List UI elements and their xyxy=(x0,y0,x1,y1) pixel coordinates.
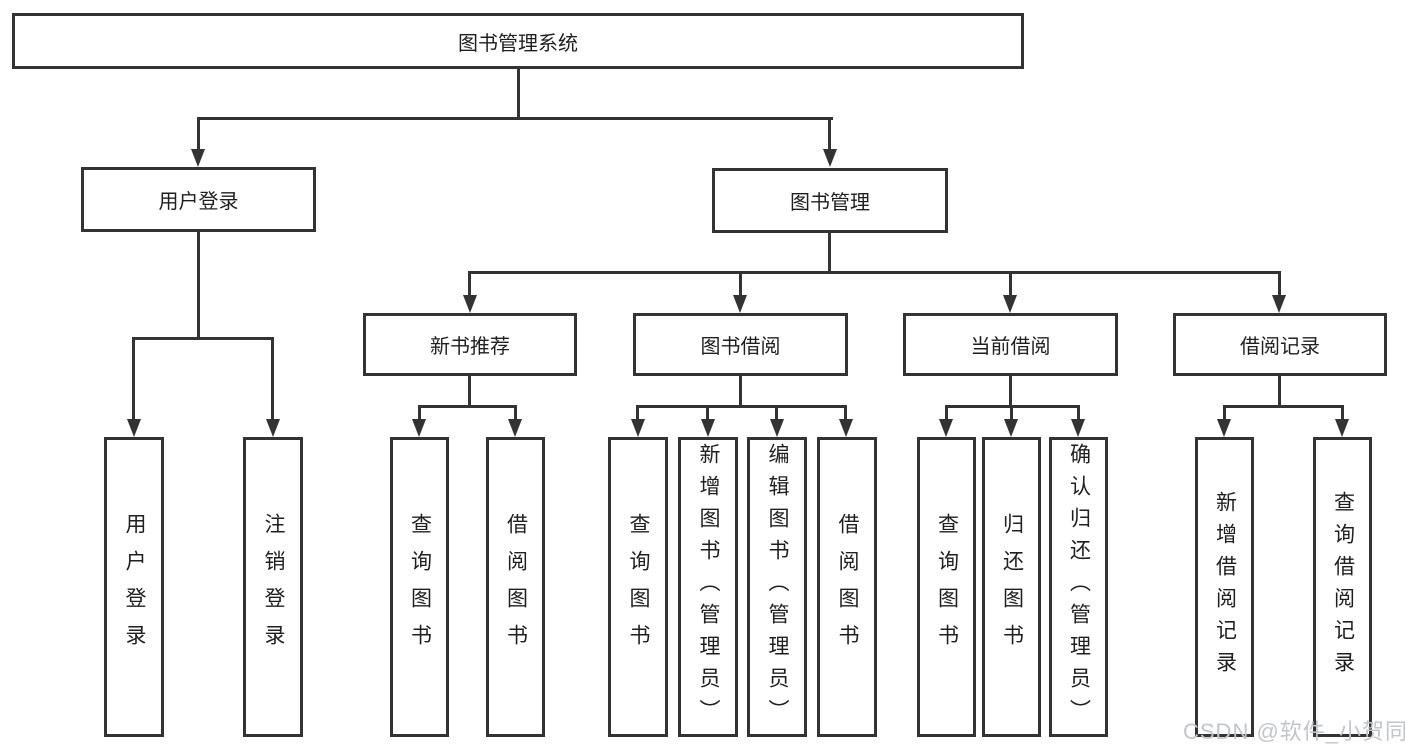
connector-root-drop-left xyxy=(197,117,200,150)
leaf-label: 用户登录 xyxy=(123,513,146,661)
leaf-borrowing-query-books: 查询图书 xyxy=(608,437,668,737)
leaf-label: 借阅图书 xyxy=(504,513,528,661)
leaf-records-query-borrow-record: 查询借阅记录 xyxy=(1313,437,1372,737)
connector-records-crossbar xyxy=(1223,405,1343,408)
leaf-current-confirm-return-admin: 确认归还（管理员） xyxy=(1049,437,1108,737)
arrow-down-icon xyxy=(127,419,141,437)
connector-current-drop-3 xyxy=(1077,405,1080,419)
leaf-label: 查询图书 xyxy=(935,513,959,661)
leaf-user-login: 用户登录 xyxy=(104,437,164,737)
arrow-down-icon xyxy=(191,149,205,167)
connector-bookmgmt-drop-3 xyxy=(1009,271,1012,295)
leaf-logout: 注销登录 xyxy=(243,437,303,737)
connector-borrowing-drop-3 xyxy=(775,405,778,419)
leaf-records-add-borrow-record: 新增借阅记录 xyxy=(1195,437,1254,737)
connector-borrowing-stem xyxy=(739,376,742,405)
arrow-down-icon xyxy=(733,295,747,313)
arrow-down-icon xyxy=(266,419,280,437)
arrow-down-icon xyxy=(770,419,784,437)
node-new-book-recommend: 新书推荐 xyxy=(363,313,577,376)
connector-recommend-drop-2 xyxy=(514,405,517,419)
node-book-management: 图书管理 xyxy=(712,168,948,233)
node-label: 图书借阅 xyxy=(700,336,781,358)
node-label: 当前借阅 xyxy=(970,336,1051,358)
arrow-down-icon xyxy=(823,149,837,167)
watermark: CSDN @软件_小贺同学 xyxy=(1183,719,1405,744)
leaf-label: 注销登录 xyxy=(262,513,285,661)
node-label: 新书推荐 xyxy=(430,336,510,358)
connector-userlogin-drop-2 xyxy=(271,337,274,419)
arrow-down-icon xyxy=(1335,419,1349,437)
connector-bookmgmt-drop-4 xyxy=(1278,271,1281,295)
arrow-down-icon xyxy=(1071,419,1085,437)
connector-userlogin-drop-1 xyxy=(132,337,135,419)
arrow-down-icon xyxy=(839,419,853,437)
leaf-current-query-books: 查询图书 xyxy=(917,437,976,737)
connector-borrowing-drop-4 xyxy=(844,405,847,419)
arrow-down-icon xyxy=(939,419,953,437)
connector-bookmgmt-crossbar xyxy=(468,271,1281,274)
connector-borrowing-drop-2 xyxy=(706,405,709,419)
node-user-login: 用户登录 xyxy=(81,167,316,232)
connector-bookmgmt-drop-2 xyxy=(739,271,742,295)
arrow-down-icon xyxy=(1272,295,1286,313)
leaf-label: 新增借阅记录 xyxy=(1213,491,1237,683)
leaf-label: 借阅图书 xyxy=(836,513,859,661)
connector-userlogin-crossbar xyxy=(132,337,274,340)
connector-recommend-drop-1 xyxy=(418,405,421,419)
leaf-borrowing-borrow-books: 借阅图书 xyxy=(817,437,877,737)
node-label: 借阅记录 xyxy=(1240,336,1320,358)
arrow-down-icon xyxy=(508,419,522,437)
leaf-label: 查询图书 xyxy=(627,513,650,661)
leaf-label: 新增图书（管理员） xyxy=(697,443,720,731)
connector-records-drop-1 xyxy=(1223,405,1226,419)
connector-records-drop-2 xyxy=(1341,405,1344,419)
connector-records-stem xyxy=(1278,376,1281,405)
leaf-recommend-borrow-books: 借阅图书 xyxy=(486,437,545,737)
arrow-down-icon xyxy=(1217,419,1231,437)
connector-borrowing-crossbar xyxy=(636,405,846,408)
connector-current-drop-2 xyxy=(1010,405,1013,419)
connector-userlogin-stem xyxy=(197,232,200,337)
node-book-management-system: 图书管理系统 xyxy=(12,13,1024,69)
connector-recommend-crossbar xyxy=(418,405,516,408)
node-borrowing-records: 借阅记录 xyxy=(1173,313,1387,376)
leaf-borrowing-add-book-admin: 新增图书（管理员） xyxy=(678,437,738,737)
leaf-label: 确认归还（管理员） xyxy=(1067,443,1091,731)
leaf-label: 编辑图书（管理员） xyxy=(766,443,789,731)
connector-bookmgmt-stem xyxy=(828,233,831,271)
leaf-recommend-query-books: 查询图书 xyxy=(390,437,449,737)
connector-root-stem xyxy=(517,69,520,117)
arrow-down-icon xyxy=(412,419,426,437)
node-label: 图书管理 xyxy=(790,192,870,214)
arrow-down-icon xyxy=(1003,295,1017,313)
leaf-current-return-books: 归还图书 xyxy=(982,437,1041,737)
arrow-down-icon xyxy=(701,419,715,437)
connector-current-stem xyxy=(1009,376,1012,405)
node-book-borrowing: 图书借阅 xyxy=(633,313,848,376)
connector-current-drop-1 xyxy=(945,405,948,419)
node-label: 图书管理系统 xyxy=(458,32,578,55)
leaf-label: 查询图书 xyxy=(408,513,432,661)
connector-root-crossbar xyxy=(197,117,833,120)
arrow-down-icon xyxy=(631,419,645,437)
arrow-down-icon xyxy=(463,295,477,313)
node-current-borrowing: 当前借阅 xyxy=(903,313,1118,376)
connector-root-drop-right xyxy=(828,117,831,150)
leaf-label: 查询借阅记录 xyxy=(1331,491,1355,683)
connector-bookmgmt-drop-1 xyxy=(468,271,471,295)
arrow-down-icon xyxy=(1004,419,1018,437)
connector-recommend-stem xyxy=(468,376,471,405)
node-label: 用户登录 xyxy=(158,191,239,213)
connector-borrowing-drop-1 xyxy=(636,405,639,419)
leaf-label: 归还图书 xyxy=(1000,513,1024,661)
leaf-borrowing-edit-book-admin: 编辑图书（管理员） xyxy=(747,437,807,737)
